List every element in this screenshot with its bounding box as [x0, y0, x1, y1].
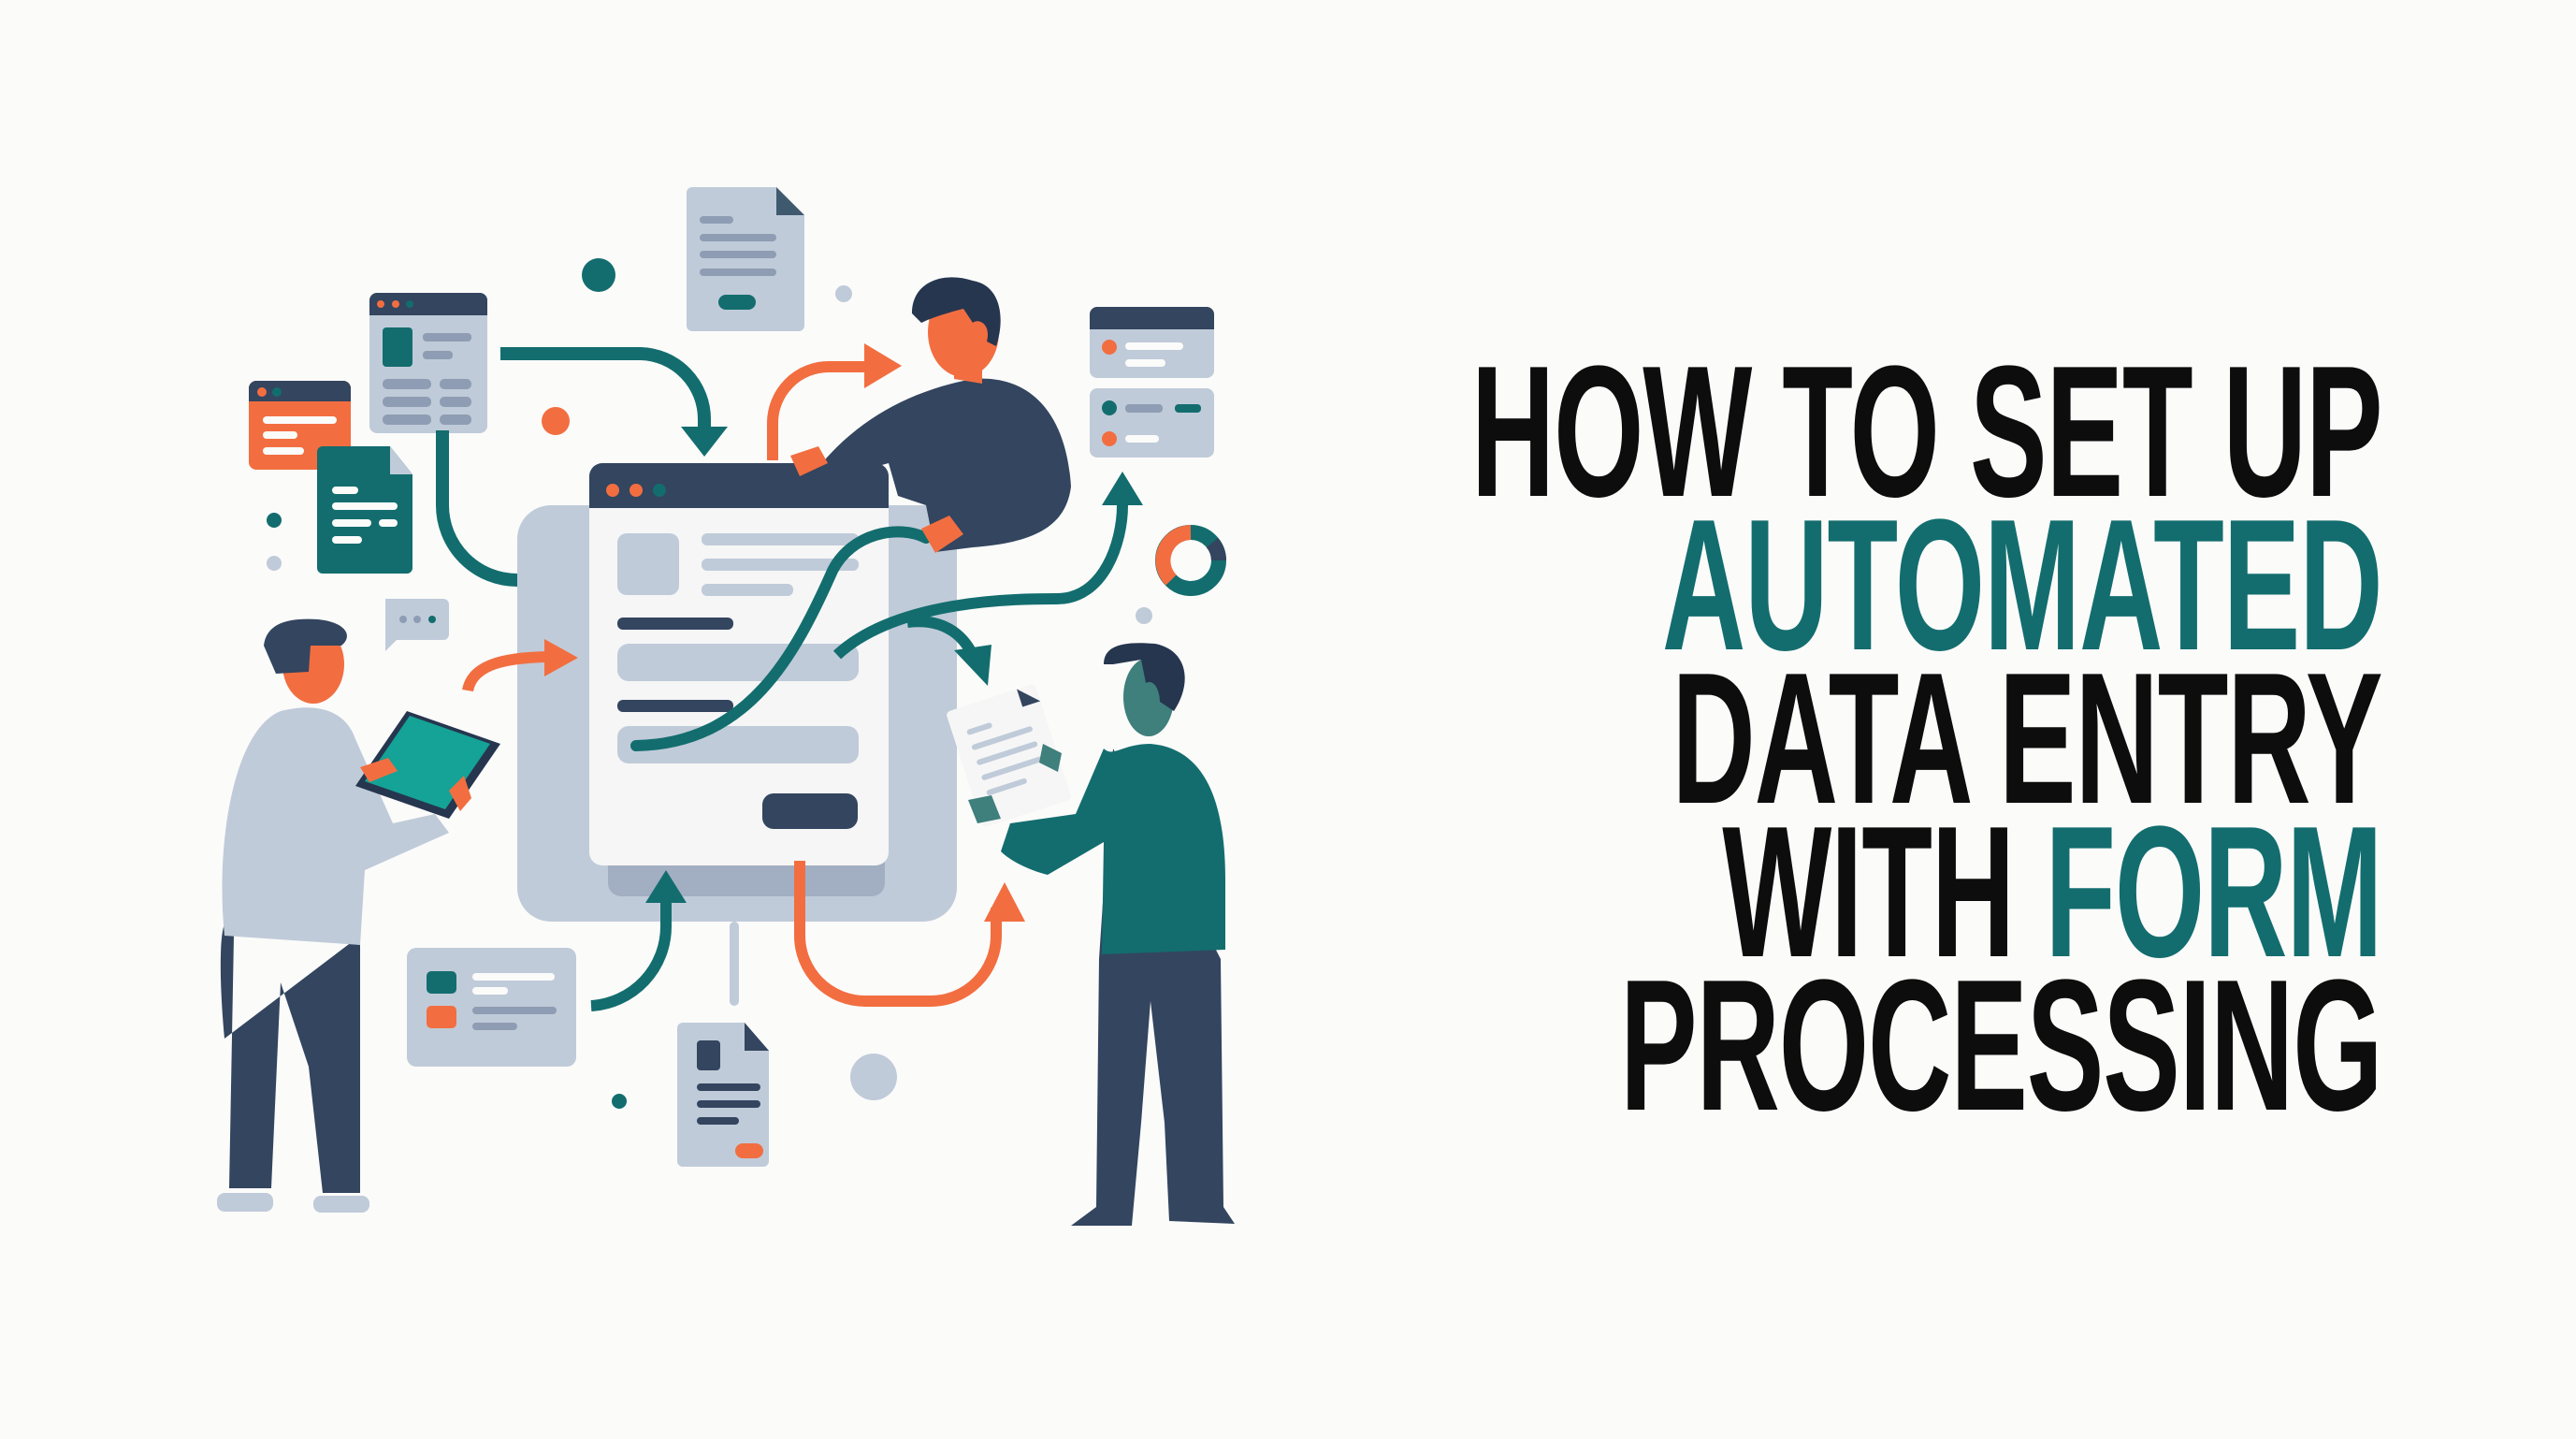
chat-bubble-icon — [385, 599, 449, 651]
teal-dot-bottom — [612, 1094, 627, 1109]
donut-chart-icon — [1155, 525, 1226, 596]
connector-line — [730, 922, 739, 1006]
list-card-icon-top — [1090, 307, 1214, 378]
flow-arrow-orange-top — [767, 361, 868, 460]
list-card-icon-bottom-left — [407, 948, 576, 1067]
flow-arrow-teal-top — [500, 347, 711, 438]
flow-arrow-teal-swirl — [630, 526, 932, 751]
title-text: HOW TO SET UP — [1470, 327, 2382, 536]
gray-dot-small — [267, 556, 282, 571]
flow-arrow-teal-bottom — [590, 898, 673, 1011]
browser-window-icon-gray — [369, 293, 487, 433]
central-form-window — [589, 463, 889, 865]
title-text: WITH — [1721, 788, 2045, 996]
flow-arrow-orange-bottom — [794, 861, 1002, 1007]
title-text: DATA ENTRY — [1671, 634, 2382, 843]
person-with-tablet — [217, 618, 500, 1213]
list-card-icon-bottom — [1090, 388, 1214, 458]
orange-dot — [542, 407, 570, 435]
gray-dot — [835, 285, 852, 302]
form-submit-button — [762, 793, 858, 829]
form-processing-illustration — [217, 187, 1235, 1226]
flow-arrow-teal-left — [436, 430, 555, 587]
title-text: PROCESSING — [1619, 941, 2383, 1150]
title-text-accent: AUTOMATED — [1661, 481, 2382, 690]
document-icon-teal — [317, 446, 412, 574]
person-leaning-over-form — [790, 277, 1071, 553]
title-line-4: WITH FORM — [1470, 799, 2382, 986]
gray-dot-large — [850, 1054, 897, 1100]
gray-dot-right — [1136, 607, 1152, 624]
document-icon-top — [687, 187, 804, 331]
flow-arrow-orange-tablet — [462, 651, 548, 692]
document-icon-bottom — [677, 1023, 769, 1167]
teal-dot-small — [267, 513, 282, 528]
title-line-3: DATA ENTRY — [1470, 646, 2382, 833]
title-line-5: PROCESSING — [1470, 952, 2383, 1140]
title-text-accent: FORM — [2044, 788, 2382, 996]
person-holding-document — [947, 643, 1235, 1226]
title-line-1: HOW TO SET UP — [1470, 339, 2382, 526]
teal-dot — [582, 258, 615, 292]
title-block: HOW TO SET UP AUTOMATED DATA ENTRY WITH … — [913, 339, 2383, 1140]
title-line-2: AUTOMATED — [1470, 492, 2382, 679]
